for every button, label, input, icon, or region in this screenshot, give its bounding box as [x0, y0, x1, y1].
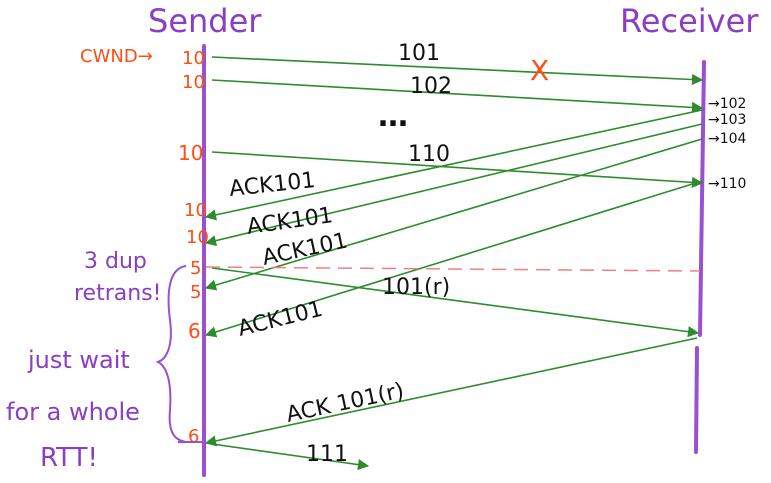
- cwnd-value-7: 5: [190, 282, 201, 303]
- note-3-dup: 3 dup: [84, 249, 147, 274]
- dup-ack-dashed-line: [205, 266, 701, 272]
- receiver-timeline-lower: [694, 346, 699, 454]
- ack-2-arrow: [204, 123, 703, 247]
- receiver-title: Receiver: [620, 2, 759, 40]
- packet-101-label: 101: [398, 41, 440, 66]
- ack-4-arrow: [204, 180, 703, 338]
- packet-111-arrow: [211, 443, 370, 471]
- note-just-wait: just wait: [27, 346, 130, 374]
- ack-1-arrow: [204, 109, 703, 221]
- receiver-buffer-110: →110: [708, 176, 746, 192]
- cwnd-value-4: 10: [184, 200, 207, 221]
- receiver-buffer-104: →104: [708, 131, 747, 147]
- ack-retransmit-label: ACK 101(r): [284, 379, 406, 428]
- note-for-a-whole: for a whole: [6, 398, 140, 426]
- sender-title: Sender: [148, 2, 262, 40]
- ack-retransmit-arrow: [204, 337, 698, 447]
- cwnd-value-6: 5: [190, 258, 201, 279]
- cwnd-value-3: 10: [178, 141, 203, 165]
- receiver-timeline-upper: [698, 60, 706, 337]
- packet-101-retransmit-arrow: [211, 267, 700, 338]
- ack-3-arrow: [204, 138, 703, 291]
- ack-4-label: ACK101: [235, 297, 325, 342]
- packet-102-label: 102: [410, 74, 452, 99]
- receiver-buffer-103: →103: [708, 112, 746, 128]
- cwnd-value-8: 6: [188, 319, 201, 343]
- packet-102-arrow: [211, 79, 704, 114]
- cwnd-value-5: 10: [186, 227, 209, 248]
- cwnd-value-1: 10: [182, 48, 205, 69]
- packet-101-arrow: [211, 56, 704, 86]
- cwnd-value-2: 10: [182, 72, 205, 93]
- ellipsis-label: …: [378, 99, 408, 134]
- packet-110-arrow: [211, 151, 704, 188]
- packet-101-retransmit-label: 101(r): [382, 275, 450, 300]
- wait-interval-brace: [155, 265, 187, 443]
- loss-x-mark: X: [530, 54, 549, 87]
- ack-1-label: ACK101: [228, 168, 317, 202]
- note-rtt: RTT!: [40, 443, 98, 473]
- packet-111-label: 111: [306, 442, 348, 467]
- receiver-buffer-102: →102: [708, 96, 746, 112]
- packet-110-label: 110: [408, 142, 450, 167]
- cwnd-label: CWND→: [80, 46, 153, 67]
- cwnd-value-9: 6: [188, 426, 199, 447]
- note-retrans: retrans!: [74, 281, 161, 306]
